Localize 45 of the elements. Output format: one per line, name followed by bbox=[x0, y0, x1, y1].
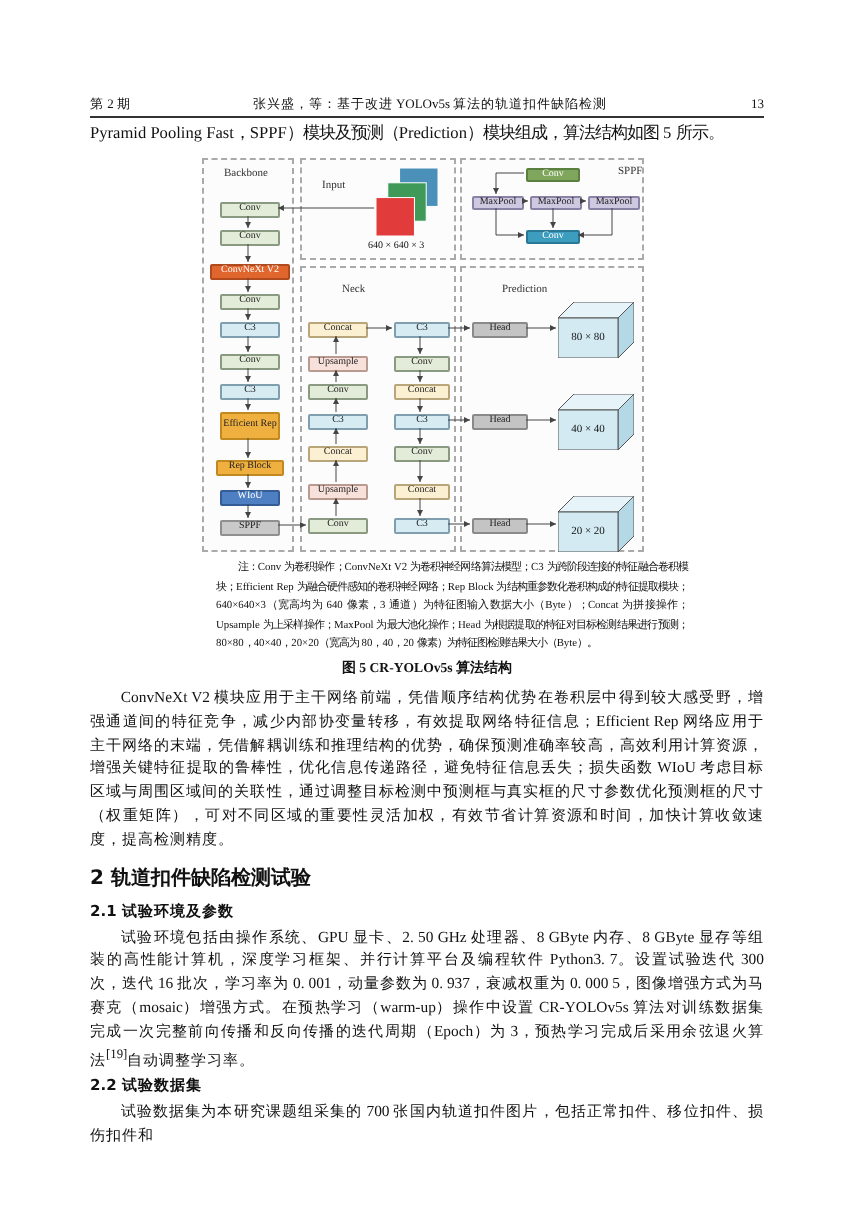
arrow bbox=[579, 198, 587, 204]
arrow bbox=[550, 207, 556, 229]
arrow bbox=[417, 397, 423, 413]
arrow bbox=[417, 497, 423, 517]
arrow bbox=[333, 427, 339, 445]
arrow bbox=[525, 325, 557, 331]
arrow bbox=[245, 335, 251, 353]
arrow bbox=[245, 397, 251, 411]
arrow bbox=[333, 335, 339, 355]
arrow bbox=[417, 459, 423, 483]
arrow bbox=[245, 437, 251, 459]
paragraph: Pyramid Pooling Fast，SPPF）模块及预测（Prediction）模块组成，算法结构如图 5 所示。 bbox=[90, 122, 726, 146]
arrow bbox=[521, 198, 529, 204]
arrow bbox=[333, 397, 339, 413]
module-panel bbox=[460, 266, 644, 552]
arrow bbox=[417, 427, 423, 445]
module-panel bbox=[300, 266, 456, 552]
arrow bbox=[447, 521, 471, 527]
arrow bbox=[447, 325, 471, 331]
image-stack-drawing bbox=[376, 168, 438, 236]
arrow bbox=[277, 522, 307, 528]
arrow bbox=[333, 497, 339, 517]
arrow bbox=[245, 307, 251, 321]
arrow bbox=[525, 417, 557, 423]
arrow bbox=[245, 503, 251, 519]
arrow bbox=[245, 367, 251, 383]
arrow bbox=[245, 243, 251, 263]
arrow bbox=[333, 369, 339, 383]
arrow bbox=[277, 205, 375, 211]
arrow bbox=[525, 521, 557, 527]
arrow bbox=[417, 369, 423, 383]
module-panel bbox=[300, 158, 456, 260]
arrow bbox=[493, 172, 525, 195]
arrow bbox=[245, 473, 251, 489]
arrow bbox=[245, 215, 251, 229]
arrow bbox=[365, 325, 393, 331]
section-heading: 2 轨道扣件缺陷检测试验 bbox=[90, 865, 313, 894]
arrow bbox=[417, 335, 423, 355]
arrow bbox=[447, 417, 471, 423]
arrow bbox=[495, 207, 525, 238]
arrow bbox=[333, 459, 339, 483]
module-panel bbox=[460, 158, 644, 260]
arrow bbox=[577, 207, 613, 238]
arrow bbox=[245, 277, 251, 293]
module-panel bbox=[202, 158, 294, 552]
